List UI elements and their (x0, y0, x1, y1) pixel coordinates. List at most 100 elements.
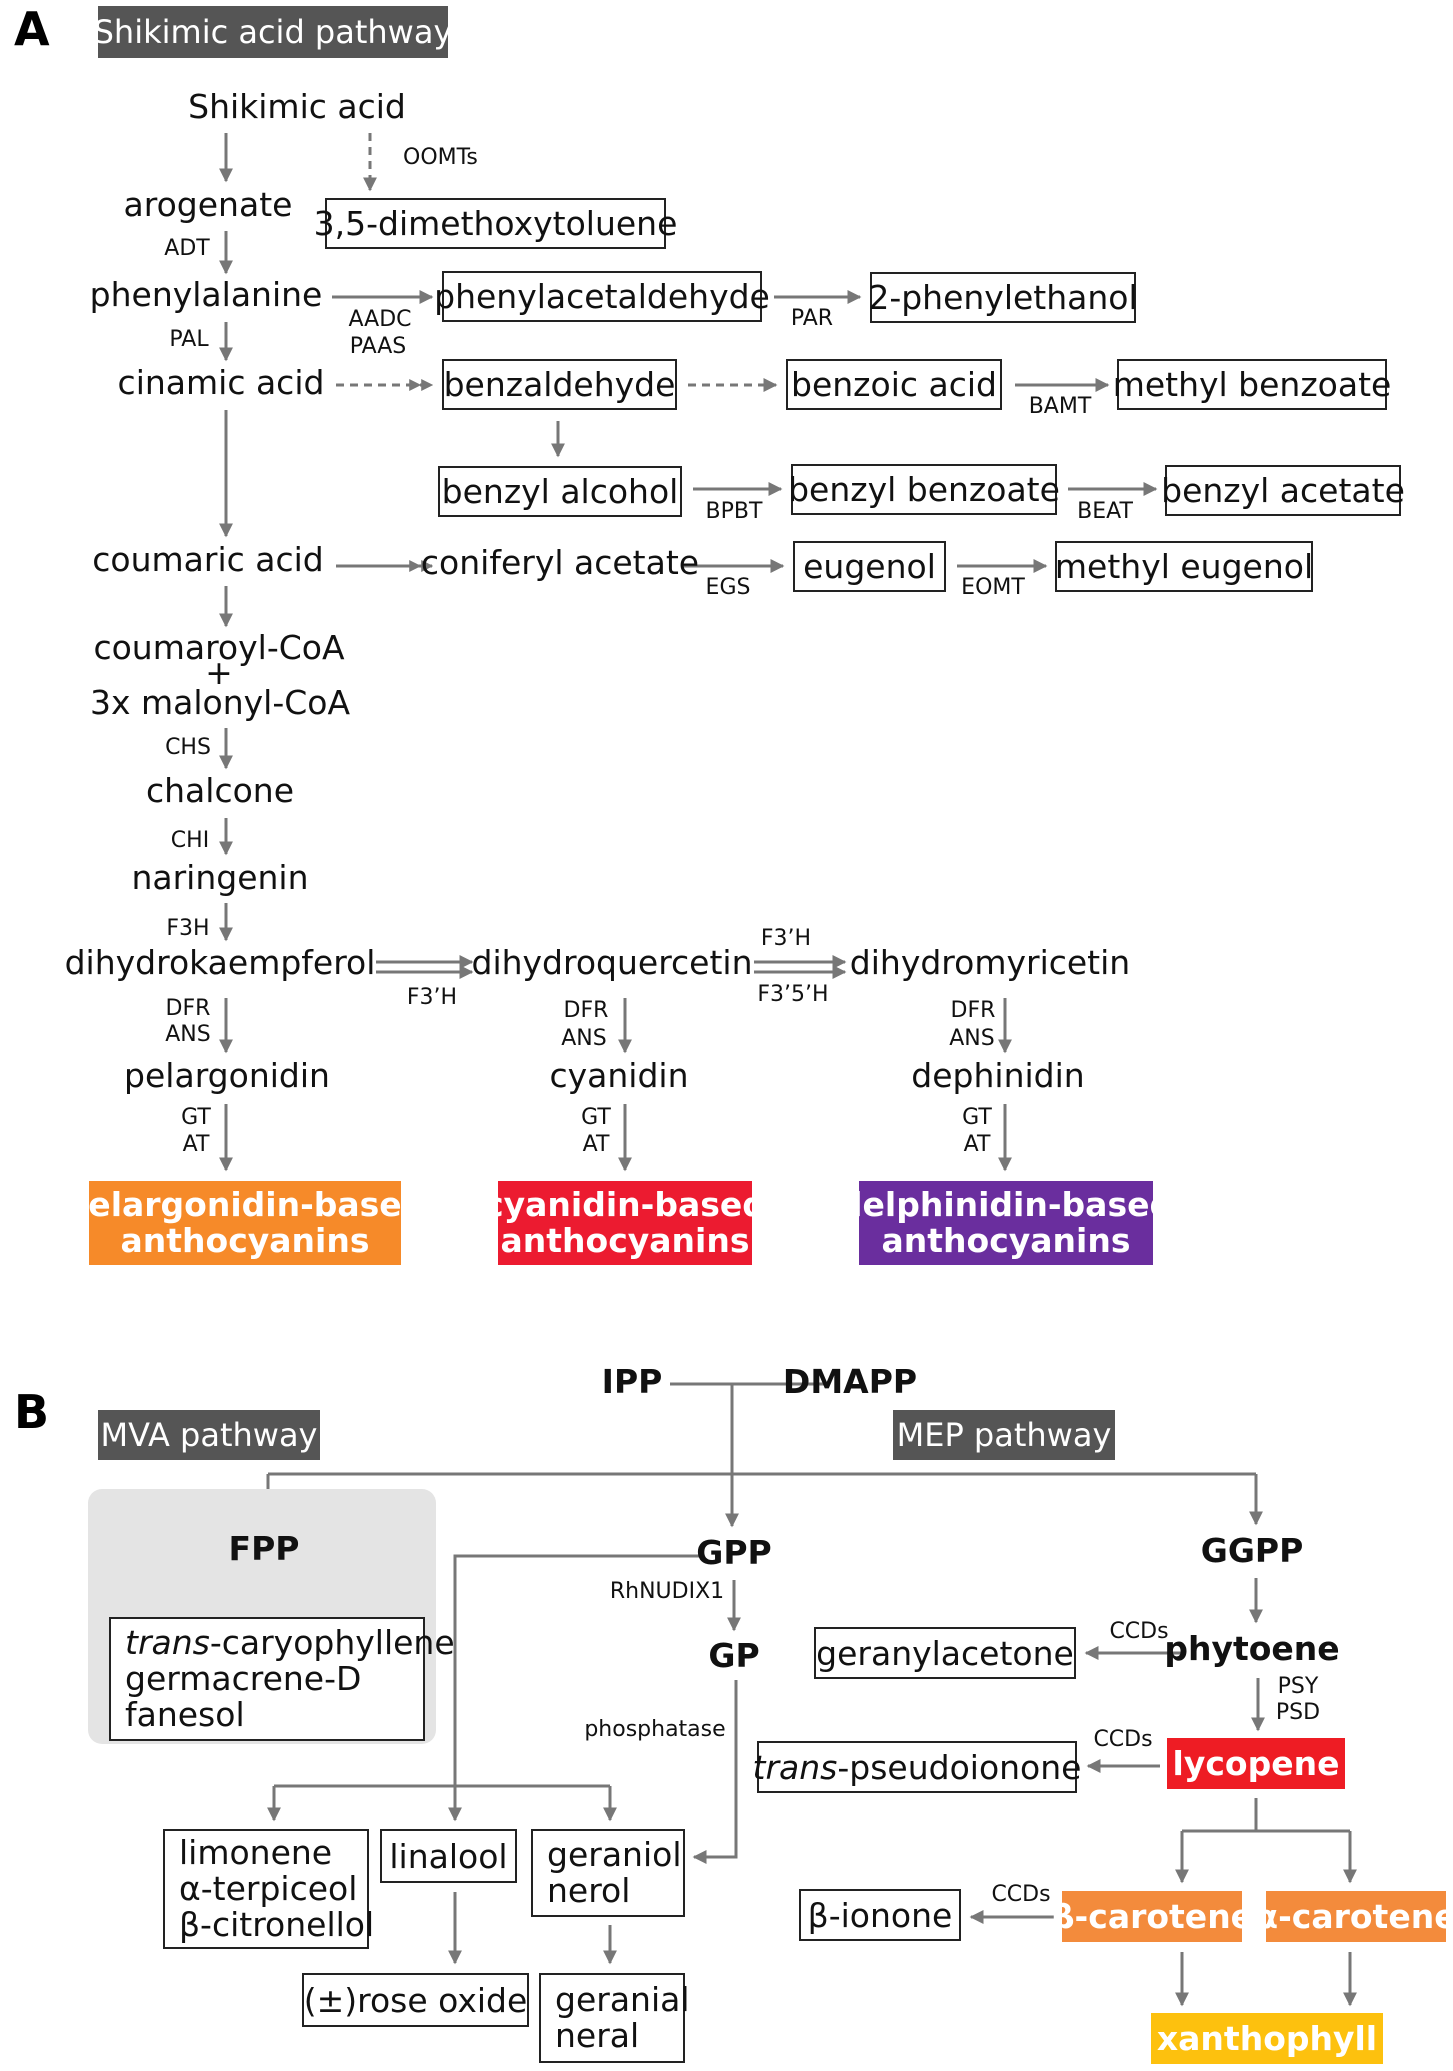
malonyl-coa-label: 3x malonyl-CoA (89, 683, 351, 722)
enzyme-at-3: AT (963, 1132, 991, 1157)
enzyme-f35h: F3’5’H (757, 982, 829, 1007)
compound-box-phenylacetaldehyde: phenylacetaldehyde (434, 271, 770, 322)
panel-label-a: A (14, 2, 50, 56)
pathway-arrow-39 (453, 1554, 702, 1786)
gp-label: GP (708, 1636, 760, 1675)
enzyme-chi: CHI (170, 828, 210, 853)
enzyme-dfr-2: DFR (563, 998, 609, 1023)
panel-label-b: B (14, 1385, 50, 1439)
geraniol-group-box: geraniol nerol (531, 1829, 685, 1917)
enzyme-f3ph-2: F3’H (760, 926, 812, 951)
arogenate-label: arogenate (123, 185, 293, 224)
enzyme-par: PAR (790, 306, 834, 331)
phytoene-label: phytoene (1164, 1629, 1340, 1668)
geraniol-label: geraniol (547, 1834, 682, 1874)
cyanidin-anthocyanins-box: cyanidin-based anthocyanins (484, 1181, 766, 1265)
compound-box-methyl-eugenol: methyl eugenol (1055, 541, 1313, 592)
dephinidin-label: dephinidin (911, 1056, 1085, 1095)
enzyme-bpbt: BPBT (705, 499, 763, 524)
cyanidin-label: cyanidin (549, 1056, 689, 1095)
pelargonidin-anthocyanins-line2: anthocyanins (120, 1221, 370, 1260)
compound-box-phenylethanol: 2-phenylethanol (868, 272, 1138, 323)
neral-label: neral (555, 2016, 640, 2055)
enzyme-adt: ADT (164, 236, 210, 261)
enzyme-ccds-1: CCDs (1109, 1619, 1169, 1644)
sesquiterpene-germacrene: germacrene-D (125, 1658, 362, 1698)
plus-sign: + (205, 653, 233, 692)
xanthophyll-box: xanthophyll (1151, 2013, 1383, 2064)
coumaroyl-coa-label: coumaroyl-CoA (93, 628, 345, 667)
geranylacetone-box: geranylacetone (814, 1627, 1076, 1679)
compound-box-benzoic-acid: benzoic acid (786, 359, 1002, 410)
shikimic-acid-label: Shikimic acid (188, 87, 406, 126)
mep-pathway-header: MEP pathway (893, 1410, 1115, 1460)
caryophyllene-suffix: -caryophyllene (209, 1622, 455, 1662)
enzyme-eomt: EOMT (961, 575, 1025, 600)
dmapp-label: DMAPP (782, 1362, 918, 1401)
compound-box-eugenol: eugenol (793, 541, 946, 592)
chalcone-label: chalcone (145, 771, 295, 810)
enzyme-f3ph-1: F3’H (406, 985, 458, 1010)
dihydromyricetin-label: dihydromyricetin (849, 943, 1131, 982)
gpp-label: GPP (696, 1533, 772, 1572)
enzyme-ccds-2: CCDs (1093, 1727, 1153, 1752)
pathway-arrow-44 (692, 1680, 738, 1864)
geranial-group-box: geranial neral (539, 1973, 690, 2063)
enzyme-at-1: AT (182, 1132, 210, 1157)
pseudoionone-prefix: trans (752, 1747, 838, 1787)
enzyme-pal: PAL (169, 327, 209, 352)
enzyme-ans-3: ANS (949, 1026, 995, 1051)
naringenin-label: naringenin (131, 858, 309, 897)
trans-prefix: trans (125, 1622, 210, 1662)
enzyme-paas: PAAS (349, 334, 407, 359)
cyanidin-anthocyanins-line1: cyanidin-based (484, 1184, 766, 1224)
enzyme-ans-2: ANS (561, 1026, 607, 1051)
pseudoionone-box: trans-pseudoionone (753, 1741, 1081, 1793)
enzyme-dfr-1: DFR (165, 996, 211, 1021)
limonene-label: limonene (179, 1832, 333, 1872)
cyanidin-anthocyanins-line2: anthocyanins (500, 1221, 750, 1260)
dihydroquercetin-label: dihydroquercetin (471, 943, 753, 982)
cinamic-acid-label: cinamic acid (117, 363, 325, 402)
shikimic-pathway-header: Shikimic acid pathway (94, 6, 452, 58)
alpha-carotene-box: α-carotene (1255, 1891, 1453, 1942)
enzyme-ccds-3: CCDs (991, 1882, 1051, 1907)
lycopene-box: lycopene (1167, 1738, 1345, 1789)
enzyme-gt-3: GT (962, 1105, 992, 1130)
beta-carotene-box: β-carotene (1051, 1891, 1253, 1942)
sesquiterpene-caryophyllene: trans-caryophyllene (125, 1622, 455, 1662)
enzyme-dfr-3: DFR (950, 998, 996, 1023)
delphinidin-anthocyanins-line2: anthocyanins (881, 1221, 1131, 1260)
dihydrokaempferol-label: dihydrokaempferol (64, 943, 376, 982)
enzyme-oomts: OOMTs (403, 145, 478, 170)
compound-box-benzaldehyde: benzaldehyde (442, 359, 677, 410)
geranial-label: geranial (555, 1979, 690, 2019)
ggpp-label: GGPP (1200, 1531, 1304, 1570)
enzyme-chs: CHS (165, 735, 211, 760)
enzyme-beat: BEAT (1077, 499, 1133, 524)
terpiceol-label: α-terpiceol (179, 1868, 358, 1908)
compound-box-benzyl-alcohol: benzyl alcohol (438, 466, 682, 517)
enzyme-psd: PSD (1275, 1700, 1321, 1725)
pseudoionone-suffix: -pseudoionone (837, 1747, 1082, 1787)
enzyme-gt-2: GT (581, 1105, 611, 1130)
mva-pathway-header: MVA pathway (98, 1410, 320, 1460)
citronellol-label: β-citronellol (179, 1905, 375, 1945)
delphinidin-anthocyanins-line1: delphinidin-based (838, 1184, 1174, 1224)
enzyme-f3h: F3H (166, 916, 210, 941)
enzyme-psy: PSY (1277, 1674, 1319, 1699)
compound-box-benzyl-benzoate: benzyl benzoate (788, 464, 1060, 515)
enzyme-ans-1: ANS (165, 1022, 211, 1047)
enzyme-bamt: BAMT (1028, 394, 1092, 419)
coniferyl-acetate-label: coniferyl acetate (420, 543, 700, 582)
coumaric-acid-label: coumaric acid (92, 540, 324, 579)
compound-box-dimethoxytoluene: 3,5-dimethoxytoluene (314, 198, 677, 249)
compound-box-benzyl-acetate: benzyl acetate (1161, 465, 1405, 516)
limonene-group-box: limonene α-terpiceol β-citronellol (163, 1829, 374, 1949)
enzyme-egs: EGS (705, 575, 751, 600)
sesquiterpene-fanesol: fanesol (125, 1695, 245, 1735)
ipp-label: IPP (601, 1362, 663, 1401)
rose-oxide-box: (±)rose oxide (302, 1973, 529, 2027)
linalool-box: linalool (380, 1829, 517, 1883)
